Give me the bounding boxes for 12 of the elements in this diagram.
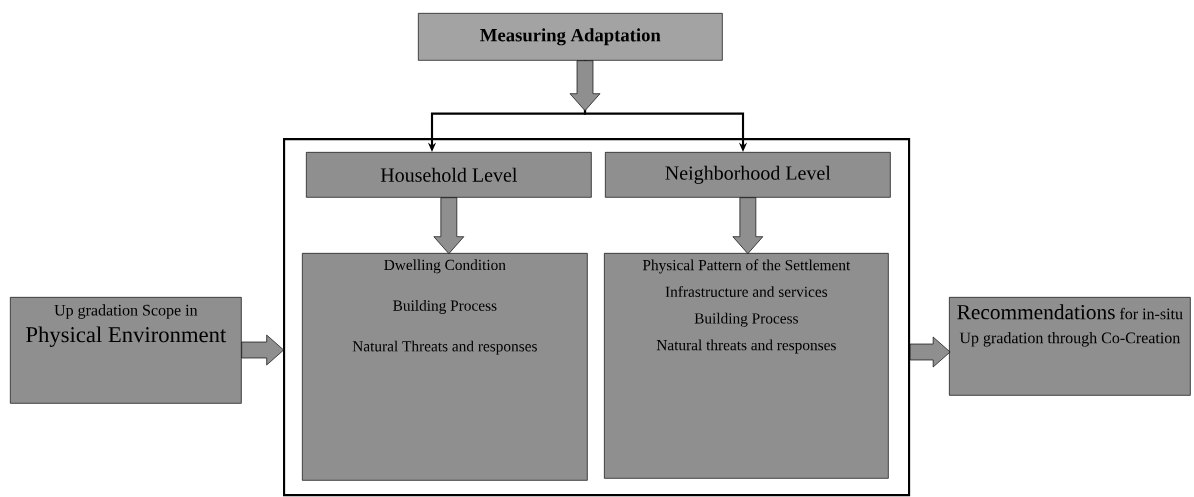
block-arrow: [732, 197, 764, 254]
block-arrow: [433, 197, 465, 254]
block-arrow: [241, 334, 284, 366]
indicator-box: Dwelling Condition Building Process Natural Threats and responses: [302, 253, 588, 481]
heading-box: Measuring Adaptation: [418, 13, 723, 61]
block-arrow: [909, 336, 951, 368]
block-arrow: [569, 60, 601, 111]
indicator-box: Physical Pattern of the Settlement Infrastructure and services Building Process Natural threats and responses: [604, 253, 889, 479]
level-box: Household Level: [306, 152, 592, 198]
level-box: Neighborhood Level: [605, 152, 891, 198]
input-box: Up gradation Scope in Physical Environment: [10, 297, 242, 404]
output-box: Recommendations for in-situ Up gradation through Co-Creation: [949, 297, 1191, 396]
